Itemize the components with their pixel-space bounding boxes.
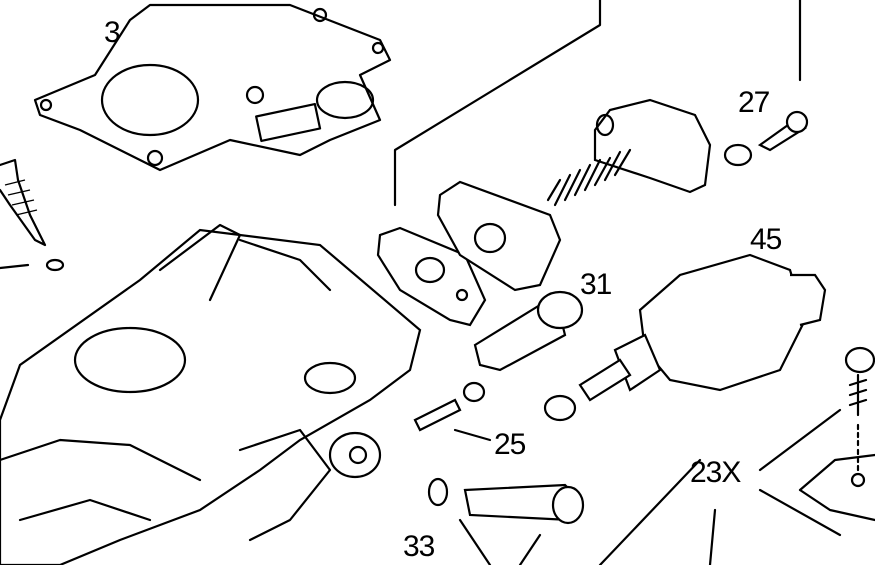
- callout-45: 45: [750, 223, 782, 256]
- callout-23x: 23X: [690, 456, 741, 489]
- screw-part: [723, 110, 809, 167]
- callout-25: 25: [494, 428, 526, 461]
- diaphragm-housing-part: [546, 98, 712, 207]
- callout-27: 27: [738, 86, 770, 119]
- leader-lines: [393, 0, 842, 565]
- callout-33: 33: [403, 530, 435, 563]
- solenoid-part: [543, 253, 827, 422]
- cover-gasket-part: [376, 180, 562, 327]
- jet-part: [473, 290, 584, 372]
- gasket-part: [33, 3, 392, 172]
- left-needle-part: [0, 158, 65, 272]
- callout-3: 3: [104, 16, 121, 49]
- callout-31: 31: [580, 268, 612, 301]
- base-plate-part: [798, 346, 875, 522]
- pilot-jet-part: [427, 477, 585, 525]
- idle-screw-part: [413, 381, 486, 432]
- carburetor-body-part: [0, 223, 422, 565]
